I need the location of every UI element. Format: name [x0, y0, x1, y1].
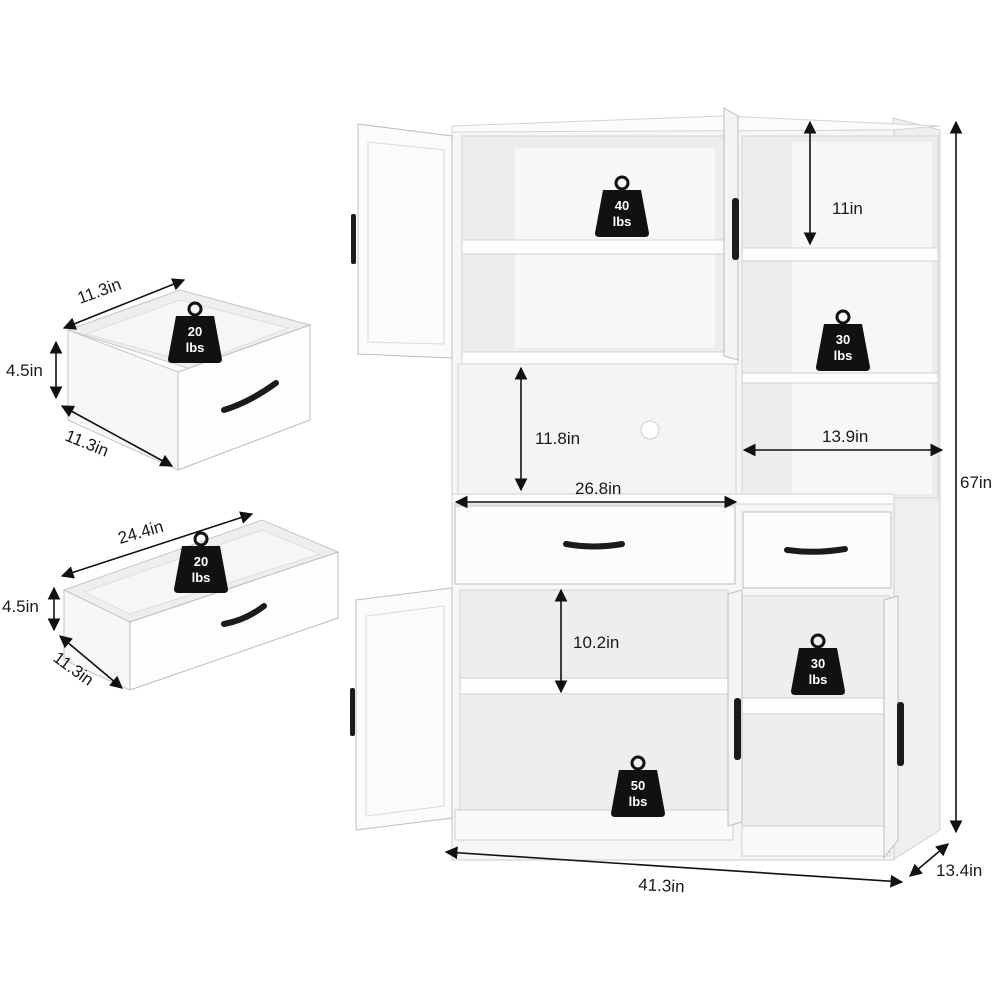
upper-left-door [351, 123, 453, 359]
weight-badge-side-shelf: 30 lbs [816, 309, 870, 371]
cabinet [350, 107, 941, 861]
upper-left-shelf [461, 239, 725, 255]
svg-text:lbs: lbs [192, 570, 211, 585]
lower-center-door [727, 589, 743, 827]
svg-text:lbs: lbs [629, 794, 648, 809]
svg-text:30: 30 [811, 656, 825, 671]
weight-badge-drawer-small: 20 lbs [168, 301, 222, 363]
lower-left-door [350, 587, 453, 831]
upper-left-door-handle [351, 214, 356, 264]
svg-text:lbs: lbs [834, 348, 853, 363]
drawer-large-width-label: 24.4in [116, 517, 166, 548]
total-height-label: 67in [960, 473, 992, 492]
svg-text:lbs: lbs [186, 340, 205, 355]
cable-hole [640, 420, 660, 440]
lower-center-door-handle [734, 698, 741, 760]
weight-badge-drawer-large: 20 lbs [174, 531, 228, 593]
lower-right-door [883, 595, 904, 860]
lower-left-compartment [459, 589, 729, 817]
large-drawer-handle [221, 603, 267, 627]
wide-drawer-handle [563, 541, 625, 550]
side-shelf-1 [741, 247, 939, 262]
drawer-small-height-label: 4.5in [6, 361, 43, 380]
lower-left-shelf [459, 677, 729, 695]
top-shelf-gap-label: 11in [832, 199, 863, 218]
lower-right-shelf [741, 697, 891, 715]
dimension-arrows [47, 120, 963, 888]
drawer-large-height-label: 4.5in [2, 597, 39, 616]
svg-text:50: 50 [631, 778, 645, 793]
upper-center-door-handle [732, 198, 739, 260]
svg-text:20: 20 [188, 324, 202, 339]
lower-left-door-handle [350, 688, 355, 736]
svg-text:40: 40 [615, 198, 629, 213]
lower-right-door-handle [897, 702, 904, 766]
total-width-label: 41.3in [638, 875, 685, 896]
weight-badge-bottom-shelf: 50 lbs [611, 755, 665, 817]
small-drawer-handle [221, 380, 279, 413]
microwave-width-label: 26.8in [575, 479, 621, 498]
weight-badge-top-shelf: 40 lbs [595, 175, 649, 237]
side-width-label: 13.9in [822, 427, 868, 446]
bottom-shelf-gap-label: 10.2in [573, 633, 619, 652]
weight-badge-bottom-right-shelf: 30 lbs [791, 633, 845, 695]
narrow-drawer-handle [784, 546, 848, 555]
microwave-compartment [457, 363, 737, 501]
microwave-height-label: 11.8in [535, 429, 580, 448]
svg-text:30: 30 [836, 332, 850, 347]
upper-center-door [723, 107, 739, 361]
drawer-small-width-label: 11.3in [75, 274, 124, 307]
svg-text:20: 20 [194, 554, 208, 569]
svg-text:lbs: lbs [613, 214, 632, 229]
side-shelf-2 [741, 372, 939, 384]
svg-text:lbs: lbs [809, 672, 828, 687]
total-depth-label: 13.4in [936, 861, 982, 880]
cabinet-top [451, 115, 941, 133]
